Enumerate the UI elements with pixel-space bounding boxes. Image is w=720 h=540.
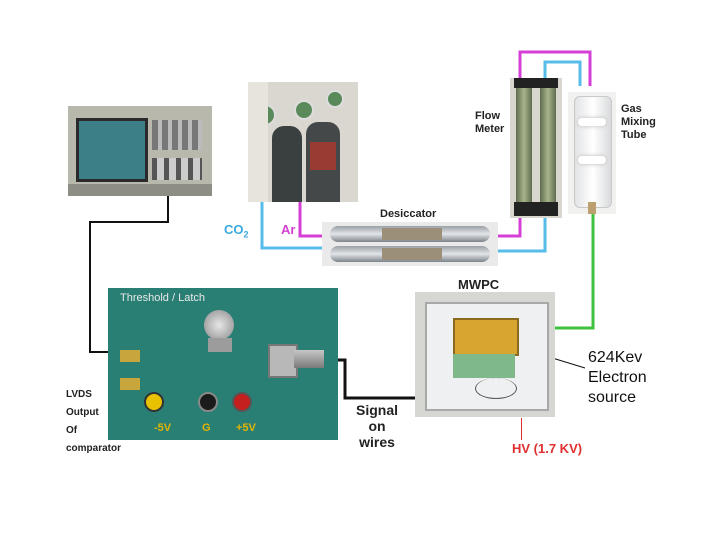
board-title: Threshold / Latch <box>120 292 205 304</box>
board-plus5-label: +5V <box>236 422 256 434</box>
threshold-latch-board-photo: Threshold / Latch -5V G +5V <box>108 288 338 440</box>
hv-label: HV (1.7 KV) <box>512 441 583 456</box>
lvds-cable <box>89 194 169 353</box>
hv-pointer <box>521 418 522 440</box>
mwpc-label: MWPC <box>458 277 500 292</box>
ar-gas-line <box>488 50 592 238</box>
desiccator-label: Desiccator <box>380 208 437 220</box>
ar-label: Ar <box>281 222 296 237</box>
flow-meter-photo <box>510 78 562 218</box>
board-g-label: G <box>202 422 211 434</box>
board-minus5-label: -5V <box>154 422 172 434</box>
co2-label: CO2 <box>224 222 249 240</box>
lvds-output-label: LVDS Output Of comparator <box>66 389 122 454</box>
flow-meter-label: Flow Meter <box>475 110 505 135</box>
mwpc-photo <box>415 292 555 417</box>
electron-source-label: 624Kev Electron source <box>588 349 647 406</box>
gas-mixing-tube-label: Gas Mixing Tube <box>621 103 656 141</box>
co2-gas-line-top <box>480 60 582 253</box>
gas-tanks-photo <box>248 82 358 202</box>
desiccator-photo <box>322 222 498 266</box>
oscilloscope-photo <box>68 106 212 196</box>
mixed-gas-line <box>555 212 595 330</box>
signal-wires-label: Signal on wires <box>355 402 398 450</box>
gas-mixing-tube-photo <box>568 92 616 214</box>
